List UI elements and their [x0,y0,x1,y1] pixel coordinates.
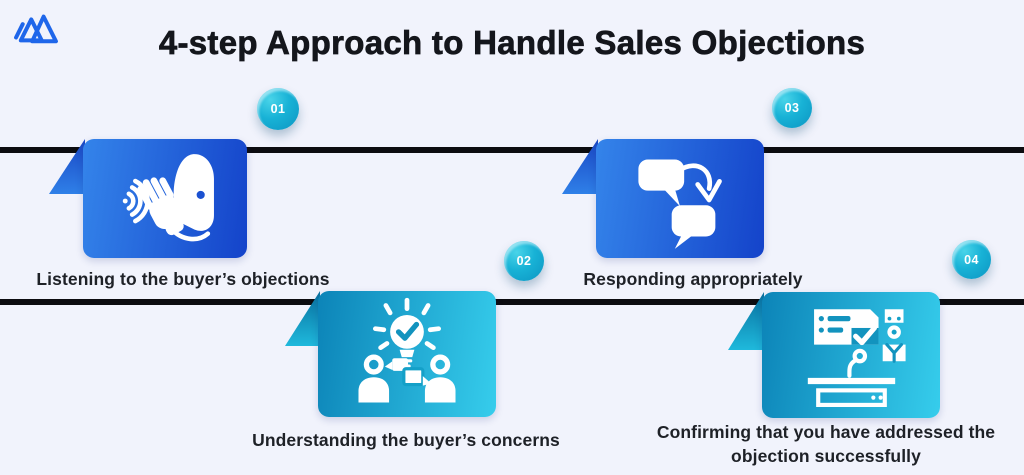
step-3-number: 03 [784,101,800,115]
reply-chat-arrow-icon [638,158,722,249]
step-2-number: 02 [516,254,532,268]
step-3-number-badge: 03 [772,88,812,128]
idea-discussion-icon [358,297,456,403]
step-4-label: Confirming that you have addressed the o… [656,422,996,466]
step-4-number-badge: 04 [952,240,991,279]
step-2-number-badge: 02 [504,241,544,281]
mountain-peaks-logo-icon [14,14,58,44]
listening-ear-hand-icon [122,153,214,241]
step-4-card [762,292,940,418]
timeline-line-bottom [0,299,1024,305]
step-1-number-badge: 01 [257,88,299,130]
timeline-line-top [0,147,1024,153]
step-1-label: Listening to the buyer’s objections [36,269,330,289]
step-3-card [596,139,764,258]
confirmation-desk-checklist-icon [807,309,906,407]
step-2-label: Understanding the buyer’s concerns [252,430,560,450]
step-3-label: Responding appropriately [583,269,803,289]
page-title: 4-step Approach to Handle Sales Objectio… [158,24,866,62]
step-4-number: 04 [964,252,979,267]
step-1-number: 01 [270,102,286,116]
step-2-card [318,291,496,417]
step-1-card [83,139,247,258]
